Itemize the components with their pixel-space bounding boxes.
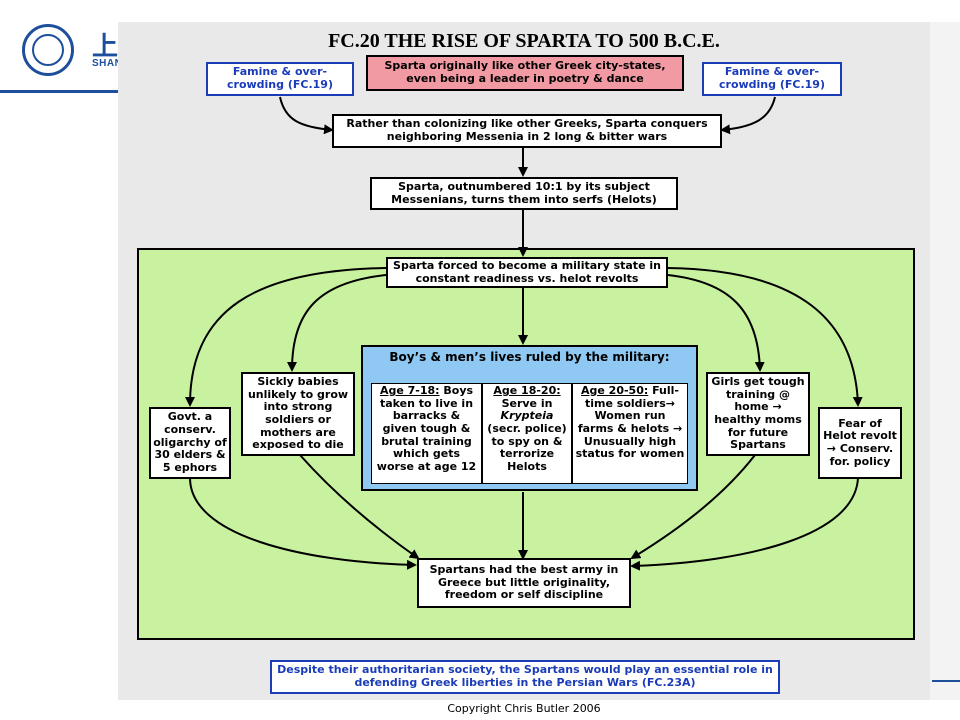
footer-rule bbox=[932, 680, 960, 682]
age-20-50-text: Full-time soldiers→ Women run farms & he… bbox=[575, 384, 685, 461]
arrow-famine-right bbox=[720, 96, 776, 135]
sickly-babies-box: Sickly babies unlikely to grow into stro… bbox=[241, 372, 355, 456]
arrow-girls-army bbox=[630, 454, 756, 560]
famine-right-box: Famine & over-crowding (FC.19) bbox=[702, 62, 842, 96]
university-logo bbox=[22, 24, 74, 76]
age-20-50-label: Age 20-50: bbox=[581, 384, 649, 397]
arrow-military-govt bbox=[185, 267, 387, 407]
arrow-military-fear bbox=[667, 267, 863, 407]
arrow-sickly-army bbox=[299, 454, 420, 560]
age-18-20-column: Age 18-20: Serve in Krypteia (secr. poli… bbox=[482, 383, 572, 484]
krypteia-term: Krypteia bbox=[500, 409, 554, 423]
persian-wars-box: Despite their authoritarian society, the… bbox=[270, 660, 780, 694]
copyright: Copyright Chris Butler 2006 bbox=[447, 702, 601, 715]
age-7-18-column: Age 7-18: Boys taken to live in barracks… bbox=[371, 383, 482, 484]
government-box: Govt. a conserv. oligarchy of 30 elders … bbox=[149, 407, 231, 479]
helots-box: Sparta, outnumbered 10:1 by its subject … bbox=[370, 177, 678, 210]
age-18-20-text-b: (secr. police) to spy on & terrorize Hel… bbox=[487, 421, 567, 473]
arrow-govt-army bbox=[189, 477, 417, 570]
helot-fear-box: Fear of Helot revolt → Conserv. for. pol… bbox=[818, 407, 902, 479]
arrow-famine-left bbox=[279, 96, 334, 135]
sparta-origin-box: Sparta originally like other Greek city-… bbox=[366, 55, 684, 91]
conquest-box: Rather than colonizing like other Greeks… bbox=[332, 114, 722, 148]
age-7-18-text: Boys taken to live in barracks & given t… bbox=[376, 384, 477, 473]
military-lives-header: Boy’s & men’s lives ruled by the militar… bbox=[389, 350, 670, 364]
best-army-box: Spartans had the best army in Greece but… bbox=[417, 558, 631, 608]
age-18-20-label: Age 18-20: bbox=[493, 384, 561, 397]
slide-margin bbox=[930, 22, 960, 700]
military-state-box: Sparta forced to become a military state… bbox=[386, 257, 668, 288]
header-rule bbox=[0, 90, 118, 93]
logo-character: 上 bbox=[92, 31, 119, 61]
logo-text: SHANGH bbox=[92, 58, 139, 69]
age-20-50-column: Age 20-50: Full-time soldiers→ Women run… bbox=[572, 383, 688, 484]
famine-left-box: Famine & over-crowding (FC.19) bbox=[206, 62, 354, 96]
arrow-military-girls bbox=[667, 274, 765, 372]
girls-training-box: Girls get tough training @ home → health… bbox=[706, 372, 810, 456]
diagram-title: FC.20 THE RISE OF SPARTA TO 500 B.C.E. bbox=[328, 30, 720, 52]
age-7-18-label: Age 7-18: bbox=[379, 384, 440, 397]
arrow-military-sickly bbox=[287, 274, 387, 372]
age-18-20-text-a: Serve in bbox=[501, 396, 553, 410]
arrow-fear-army bbox=[630, 477, 859, 571]
logo-emblem-icon bbox=[32, 34, 64, 66]
